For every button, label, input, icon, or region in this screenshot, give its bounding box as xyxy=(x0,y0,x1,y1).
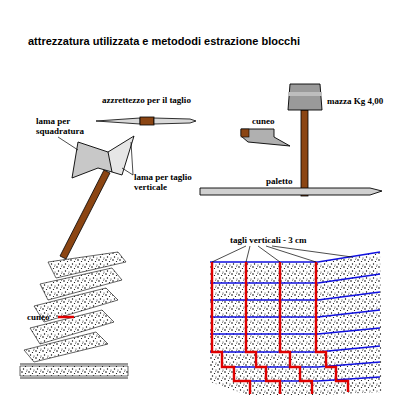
page-title: attrezzatura utilizzata e metododi estra… xyxy=(28,35,300,48)
tool-label: azzrettezzo per il taglio xyxy=(102,95,191,105)
tool-label: mazza Kg 4,00 xyxy=(327,96,383,106)
crowbar xyxy=(200,188,382,195)
blade-label: lama per squadratura xyxy=(36,116,88,136)
hammer xyxy=(288,84,322,196)
tool-label: cuneo xyxy=(27,312,50,322)
cutting-tool xyxy=(96,117,196,125)
cut-label: tagli verticali - 3 cm xyxy=(230,235,306,245)
axe xyxy=(58,136,134,259)
quarry-block xyxy=(210,246,382,396)
blade-label: lama per taglio verticale xyxy=(134,172,202,192)
tool-label: cuneo xyxy=(252,116,275,126)
wedge xyxy=(241,129,290,146)
tool-label: paletto xyxy=(266,176,293,186)
rock-layers xyxy=(20,252,128,378)
